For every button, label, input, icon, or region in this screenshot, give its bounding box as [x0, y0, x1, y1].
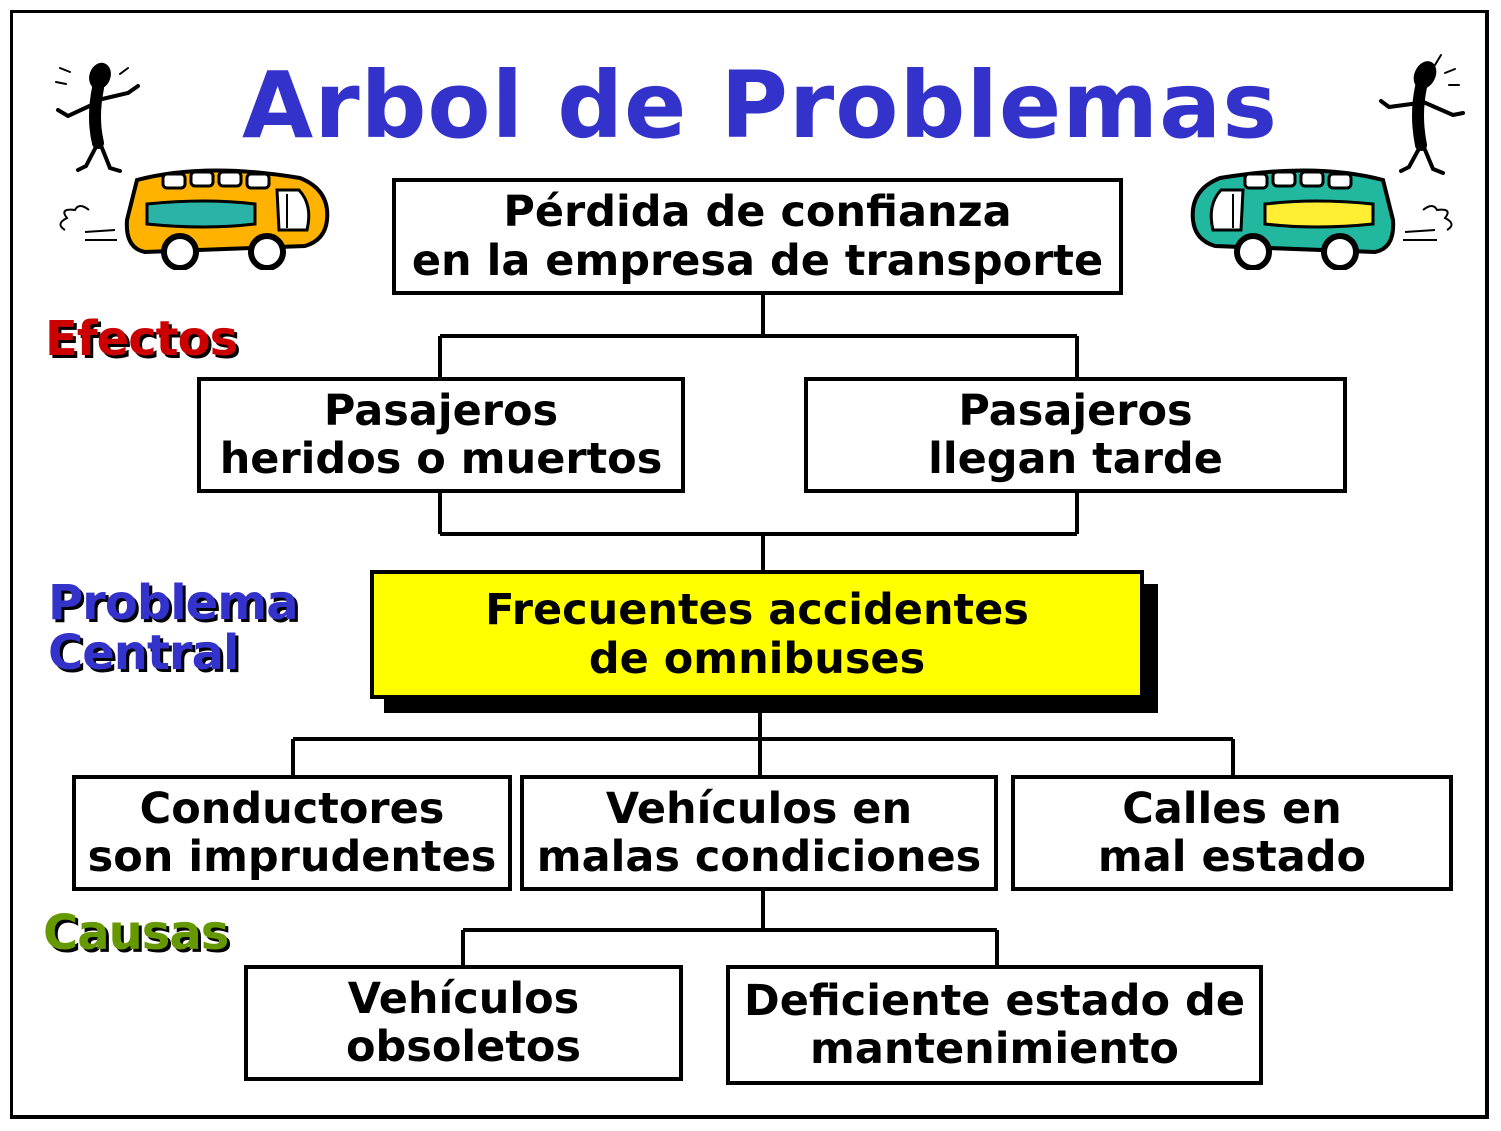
top-effect-line-1: Pérdida de confianza [503, 187, 1012, 238]
cause-box-streets: Calles en mal estado [1011, 775, 1453, 891]
effect-injured-line-1: Pasajeros [323, 385, 559, 436]
subcause-maintenance-line-1: Deficiente estado de [744, 975, 1245, 1026]
stick-figure-right-icon [1379, 54, 1465, 175]
cause-box-vehicles: Vehículos en malas condiciones [520, 775, 998, 891]
cause-vehicles-line-1: Vehículos en [605, 783, 913, 834]
bus-right-icon [1190, 168, 1453, 270]
effect-box-injured: Pasajeros heridos o muertos [197, 377, 685, 493]
central-problem-label-line-2: Central [48, 625, 239, 682]
effect-late-line-2: llegan tarde [928, 434, 1223, 484]
subcause-box-maintenance: Deficiente estado de mantenimiento [726, 965, 1263, 1085]
top-effect-line-2: en la empresa de transporte [411, 235, 1104, 286]
cause-box-drivers: Conductores son imprudentes [72, 775, 512, 891]
central-problem-label: Problema Central [48, 575, 299, 682]
central-problem-line-1: Frecuentes accidentes [485, 585, 1029, 636]
effect-box-late: Pasajeros llegan tarde [804, 377, 1347, 493]
subcause-obsolete-line-2: obsoletos [345, 1022, 582, 1072]
cause-drivers-line-2: son imprudentes [87, 832, 497, 882]
effect-late-line-1: Pasajeros [958, 385, 1193, 436]
effects-label: Efectos [45, 311, 238, 367]
causes-label: Causas [43, 905, 229, 961]
subcause-box-obsolete: Vehículos obsoletos [244, 965, 683, 1081]
page-title: Arbol de Problemas [242, 52, 1278, 159]
bus-left-icon [59, 168, 330, 270]
effect-injured-line-2: heridos o muertos [219, 434, 663, 484]
cause-streets-line-2: mal estado [1097, 832, 1367, 882]
central-problem-line-2: de omnibuses [588, 633, 926, 684]
causes-label-text: Causas [43, 905, 229, 961]
top-effect-box: Pérdida de confianza en la empresa de tr… [392, 178, 1123, 295]
stick-figure-left-icon [55, 62, 140, 173]
effects-label-text: Efectos [45, 311, 238, 367]
subcause-maintenance-line-2: mantenimiento [810, 1024, 1179, 1074]
cause-vehicles-line-2: malas condiciones [536, 832, 982, 882]
cause-streets-line-1: Calles en [1122, 783, 1342, 834]
cause-drivers-line-1: Conductores [139, 783, 445, 834]
subcause-obsolete-line-1: Vehículos [347, 973, 580, 1024]
central-problem-box: Frecuentes accidentes de omnibuses [370, 570, 1144, 699]
central-problem-label-line-1: Problema [48, 575, 299, 631]
